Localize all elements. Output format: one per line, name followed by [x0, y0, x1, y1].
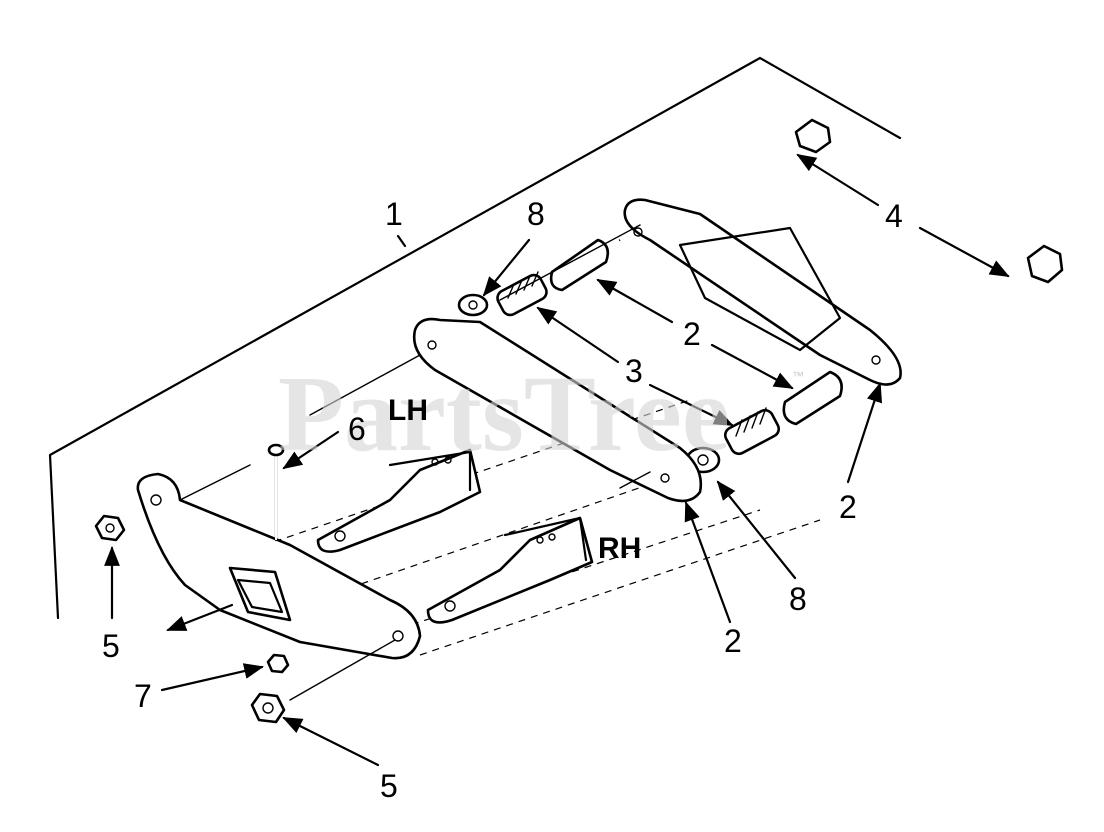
spring-lower	[723, 407, 781, 456]
watermark: PartsTree ™	[278, 355, 804, 474]
callout-5-left: 5	[102, 628, 120, 664]
trademark-symbol: ™	[792, 369, 804, 383]
nut-lower	[250, 692, 286, 724]
callout-2-right: 2	[839, 489, 857, 525]
label-rh: RH	[598, 532, 641, 565]
callout-4: 4	[885, 198, 903, 234]
callout-2-lower: 2	[724, 623, 742, 659]
pin	[267, 443, 285, 542]
callout-8-upper: 8	[527, 196, 545, 232]
bolt-lower	[858, 244, 1064, 365]
spring-upper	[496, 271, 548, 317]
callout-8-lower: 8	[789, 581, 807, 617]
rh-arm	[426, 516, 594, 624]
rear-plate	[623, 198, 902, 386]
callout-5-lower: 5	[380, 768, 398, 804]
main-bracket	[136, 472, 422, 660]
nut-small	[266, 653, 290, 674]
spacer-upper	[549, 238, 610, 292]
callout-7: 7	[134, 678, 152, 714]
axis-lines	[179, 224, 651, 701]
callout-arrows	[104, 153, 1010, 767]
label-lh: LH	[388, 394, 428, 427]
washer-upper	[457, 293, 489, 317]
callout-6: 6	[348, 411, 366, 447]
assembly-bracket	[48, 56, 902, 620]
nut-upper-left	[94, 514, 126, 542]
callout-2-upper: 2	[683, 316, 701, 352]
callout-1: 1	[385, 196, 403, 232]
spacer-lower	[782, 370, 843, 426]
lh-arm	[316, 448, 482, 553]
front-plate	[412, 317, 703, 503]
watermark-text: PartsTree	[278, 355, 730, 474]
callout-3: 3	[625, 353, 643, 389]
